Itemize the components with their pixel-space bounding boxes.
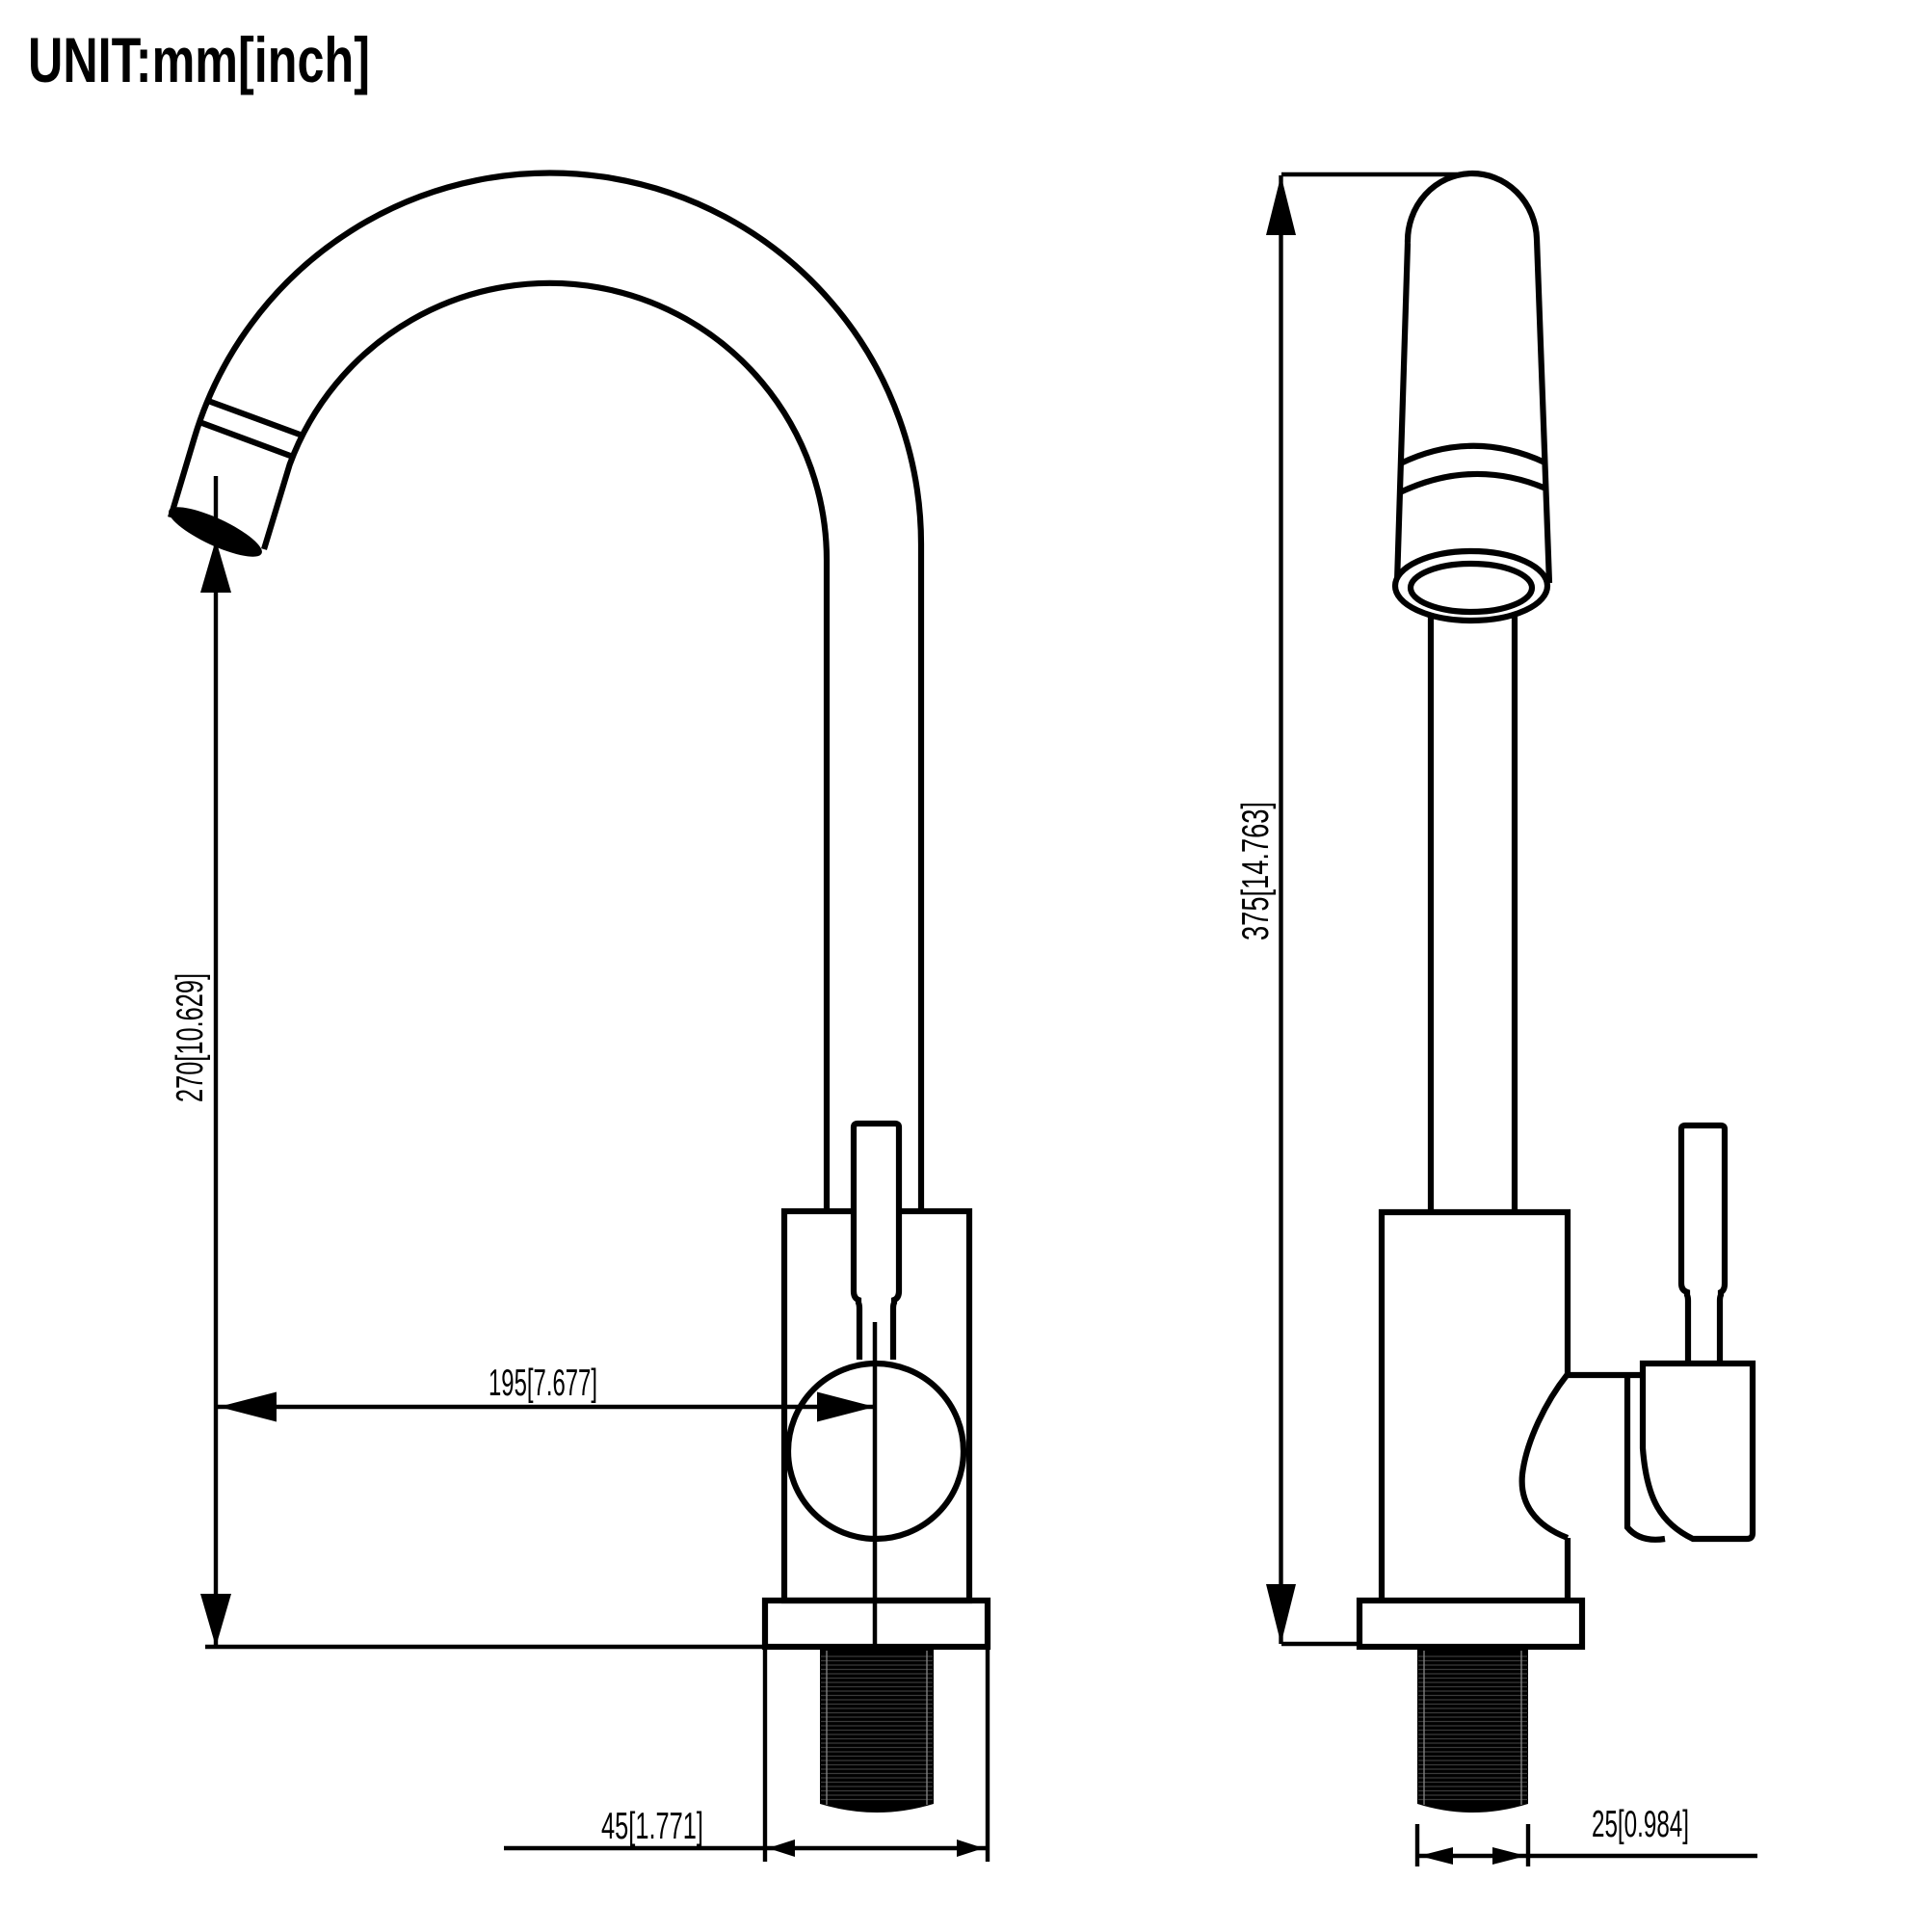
svg-text:45[1.771]: 45[1.771] — [601, 1806, 703, 1847]
svg-text:25[0.984]: 25[0.984] — [1592, 1804, 1689, 1845]
svg-text:UNIT:mm[inch]: UNIT:mm[inch] — [28, 24, 370, 95]
svg-text:270[10.629]: 270[10.629] — [170, 973, 211, 1102]
svg-text:195[7.677]: 195[7.677] — [488, 1363, 597, 1404]
svg-text:375[14.763]: 375[14.763] — [1235, 802, 1277, 940]
